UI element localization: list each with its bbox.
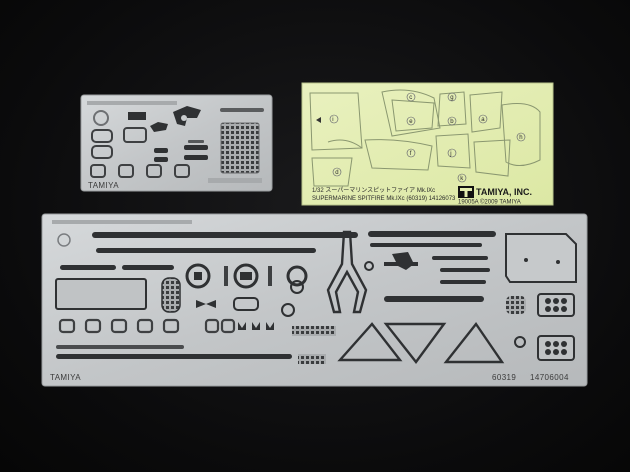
large-fret-part-number: 60319 (492, 373, 516, 382)
mask-sheet-brand: TAMIYA, INC. (476, 187, 532, 197)
masking-sheet: i c e f g b j k a h d 1/32 スーパーマリンスピットファ… (301, 82, 554, 206)
mask-letter-labels: i c e f g b j k a h d (329, 92, 526, 183)
svg-text:e: e (409, 119, 413, 125)
svg-text:h: h (519, 135, 522, 141)
svg-text:d: d (335, 170, 338, 176)
large-photo-etch-fret: TAMIYA 60319 14706004 (41, 213, 588, 387)
tamiya-logo (458, 186, 474, 198)
svg-text:g: g (450, 95, 453, 101)
svg-text:f: f (410, 151, 412, 157)
svg-text:c: c (409, 95, 412, 101)
svg-text:b: b (450, 119, 454, 125)
mask-sheet-english-title: SUPERMARINE SPITFIRE Mk.IXc (60319) 1412… (312, 196, 456, 202)
small-photo-etch-fret: TAMIYA (80, 94, 273, 192)
large-fret-brand-mark: TAMIYA (50, 373, 81, 382)
svg-text:k: k (460, 176, 464, 182)
mask-sheet-code: 19005A (458, 200, 479, 206)
mask-sheet-japanese-title: 1/32 スーパーマリンスピットファイア Mk.IXc (312, 187, 435, 194)
small-fret-brand-mark: TAMIYA (88, 181, 119, 190)
large-fret-serial: 14706004 (530, 373, 569, 382)
svg-text:a: a (481, 117, 485, 123)
mask-sheet-copyright: ©2009 TAMIYA (480, 199, 521, 206)
svg-text:j: j (449, 151, 451, 157)
svg-text:i: i (332, 117, 333, 123)
